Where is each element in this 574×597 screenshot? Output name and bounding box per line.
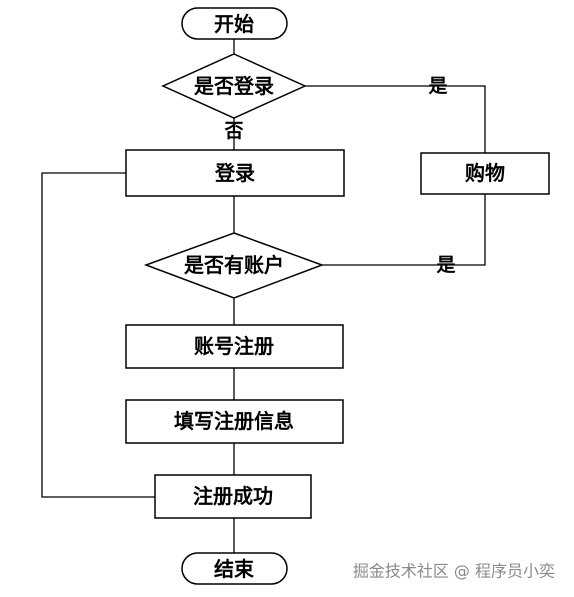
login-label: 登录 bbox=[214, 161, 255, 185]
end-label: 结束 bbox=[214, 557, 255, 581]
edge-decision-yes-to-shopping bbox=[305, 85, 486, 153]
end-terminal bbox=[181, 552, 288, 585]
fill-info-label: 填写注册信息 bbox=[174, 409, 294, 433]
has-account-label: 是否有账户 bbox=[183, 253, 284, 277]
register-success-label: 注册成功 bbox=[193, 484, 273, 508]
is-logged-in-decision bbox=[161, 53, 307, 119]
no-label-logged-in: 否 bbox=[223, 120, 243, 142]
yes-label-logged-in: 是 bbox=[428, 75, 447, 97]
start-label: 开始 bbox=[214, 12, 254, 36]
fill-info-box bbox=[125, 399, 344, 444]
has-account-decision bbox=[143, 232, 325, 299]
is-logged-in-label: 是否登录 bbox=[193, 74, 274, 98]
register-account-label: 账号注册 bbox=[194, 334, 274, 358]
yes-label-has-account: 是 bbox=[436, 254, 455, 276]
register-success-box bbox=[154, 474, 312, 519]
edge-success-loop-to-login bbox=[41, 172, 155, 498]
edge-shopping-to-account-yes bbox=[322, 194, 486, 266]
watermark: 掘金技术社区 @ 程序员小奕 bbox=[353, 562, 555, 581]
register-account-box bbox=[125, 324, 344, 369]
login-box bbox=[125, 149, 345, 197]
shopping-box bbox=[420, 152, 550, 195]
shopping-label: 购物 bbox=[465, 161, 505, 185]
start-terminal bbox=[181, 7, 288, 40]
